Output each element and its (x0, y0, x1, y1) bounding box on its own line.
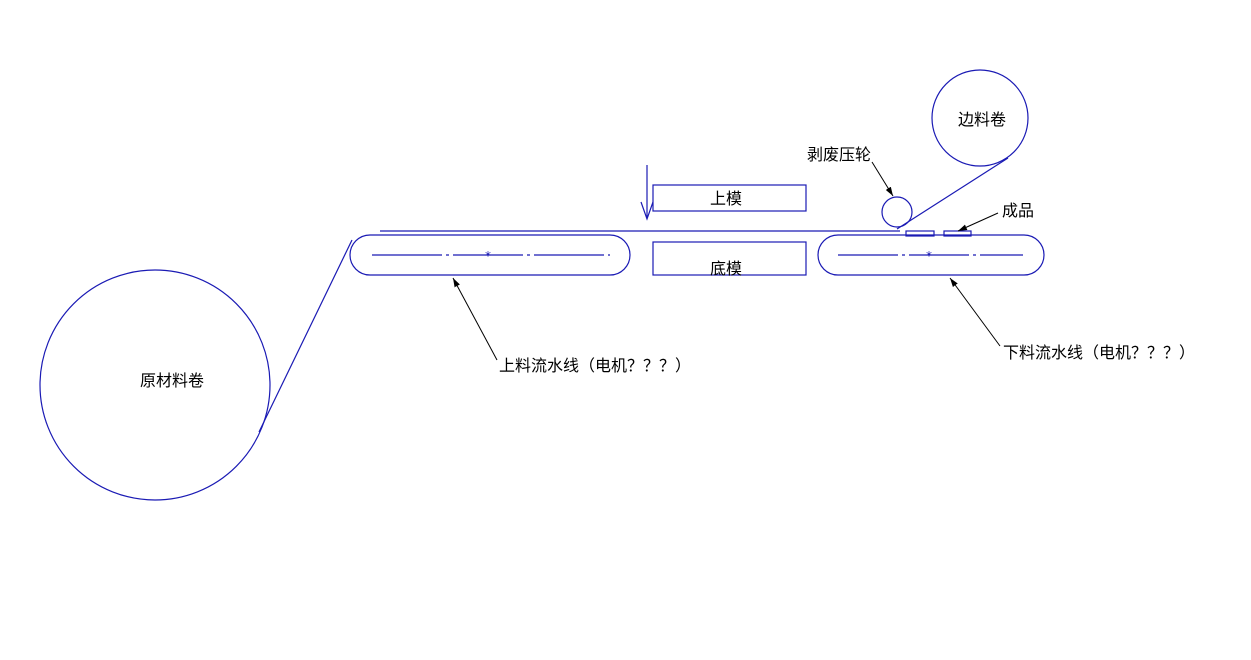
finished-piece (943, 230, 972, 237)
finished-piece (905, 230, 935, 237)
raw-material-roll (39, 269, 271, 501)
material-feed-line (258, 239, 353, 433)
outfeed-conveyor (817, 234, 1045, 276)
bottom-die (652, 241, 807, 276)
finished-product-leader (957, 212, 999, 232)
outfeed-center-mark: * (926, 249, 932, 263)
infeed-conveyor (349, 234, 631, 276)
stripping-roller-leader (871, 161, 894, 197)
finished-product-label: 成品 (1002, 201, 1034, 220)
bottom-die-label: 底模 (710, 259, 742, 278)
infeed-conveyor-label: 上料流水线（电机？？？） (499, 356, 691, 375)
infeed-leader (452, 277, 498, 361)
outfeed-conveyor-label: 下料流水线（电机？？？） (1003, 343, 1195, 362)
press-arrow-head (640, 201, 654, 221)
outfeed-leader (949, 277, 1001, 347)
scrap-roll-label: 边料卷 (958, 110, 1006, 129)
stripping-roller (881, 196, 913, 228)
stripping-roller-label: 剥废压轮 (807, 145, 871, 164)
scrap-roll (931, 69, 1029, 167)
upper-die-label: 上模 (710, 189, 742, 208)
scrap-web (896, 157, 1009, 230)
raw-roll-label: 原材料卷 (140, 371, 204, 390)
upper-die (652, 184, 807, 212)
infeed-center-mark: * (485, 249, 491, 263)
